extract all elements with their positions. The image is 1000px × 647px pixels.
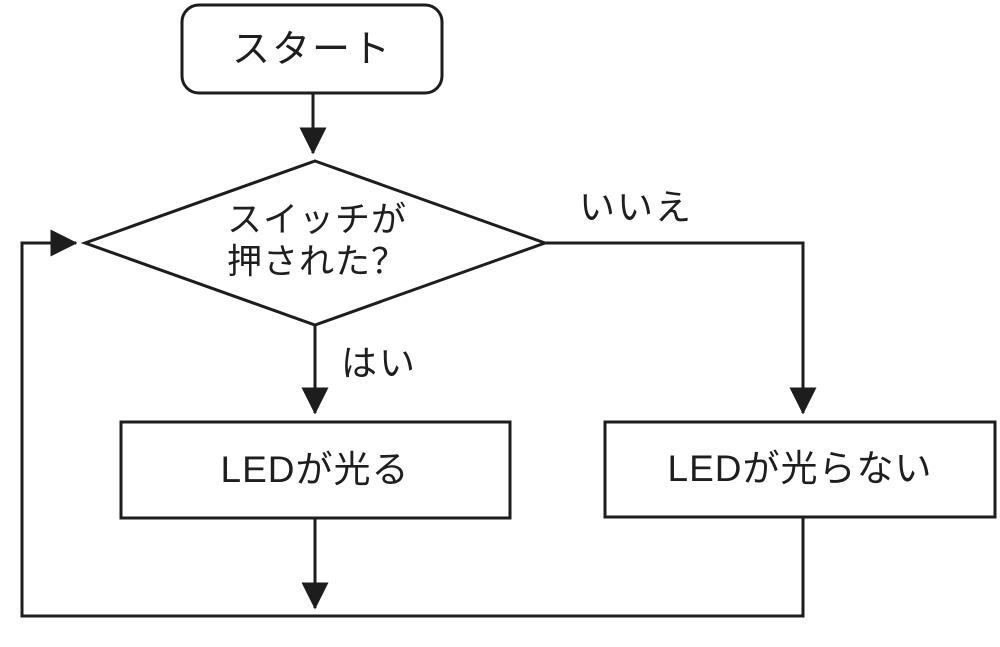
edge-label-yes: はい xyxy=(341,343,417,384)
process-led-off-node xyxy=(603,420,997,519)
arrow-decision-to-led-off xyxy=(545,241,817,415)
edge-label-no: いいえ xyxy=(579,187,693,228)
process-led-on-node xyxy=(119,420,512,520)
start-node-label: スタート xyxy=(232,29,392,71)
process-led-off-label: LEDが光らない xyxy=(668,448,933,489)
decision-label-line1: スイッチが xyxy=(227,200,407,239)
loop-merge-to-decision xyxy=(20,229,805,618)
decision-node xyxy=(80,159,550,327)
start-node xyxy=(180,3,444,95)
process-led-on-label: LEDが光る xyxy=(221,449,410,490)
decision-label-line2: 押された？ xyxy=(227,242,407,281)
